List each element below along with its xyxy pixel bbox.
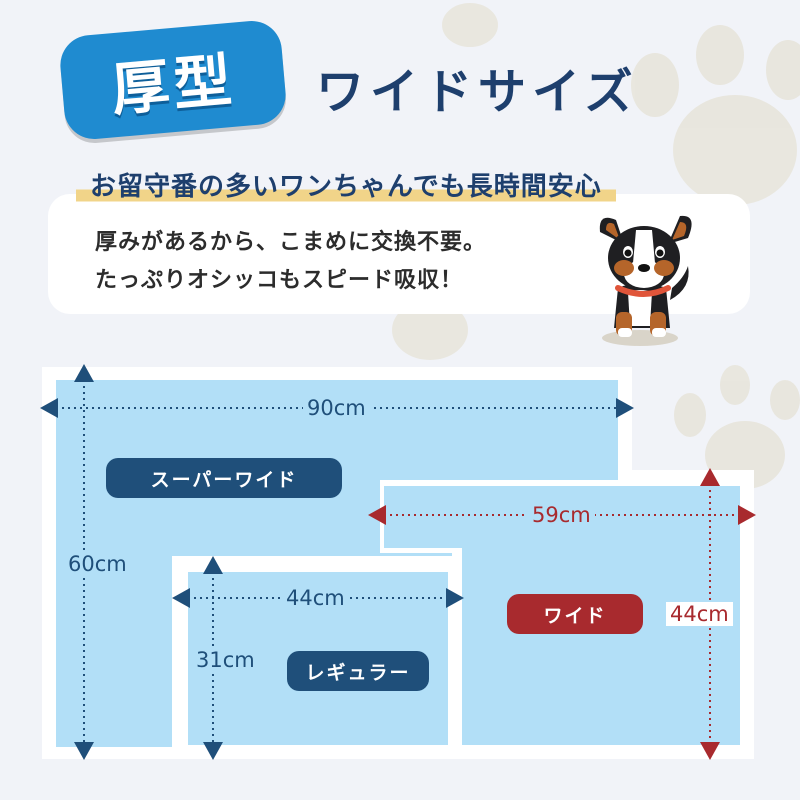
super-wide-width-arrow (40, 398, 634, 418)
wide-width-arrow (368, 505, 756, 525)
feature-line-2: たっぷりオシッコもスピード吸収！ (95, 268, 464, 293)
wide-width-label: 59cm (528, 503, 595, 527)
super-wide-height-arrow (74, 364, 94, 760)
dog-illustration (599, 215, 692, 346)
sub-heading: お留守番の多いワンちゃんでも長時間安心 (76, 162, 616, 206)
wide-height-arrow (700, 468, 720, 760)
page-title: ワイドサイズ (316, 64, 639, 120)
super-wide-width-label: 90cm (303, 396, 370, 420)
wide-height-label: 44cm (666, 602, 733, 626)
wide-sheet-lower (462, 548, 740, 745)
regular-height-arrow (203, 556, 223, 760)
regular-width-label: 44cm (282, 586, 349, 610)
regular-label: レギュラー (287, 651, 429, 691)
wide-label: ワイド (507, 594, 643, 634)
regular-width-arrow (172, 588, 464, 608)
super-wide-height-label: 60cm (64, 552, 131, 576)
feature-line-1: 厚みがあるから、こまめに交換不要。 (95, 230, 487, 255)
regular-height-label: 31cm (192, 648, 259, 672)
super-wide-label: スーパーワイド (106, 458, 342, 498)
